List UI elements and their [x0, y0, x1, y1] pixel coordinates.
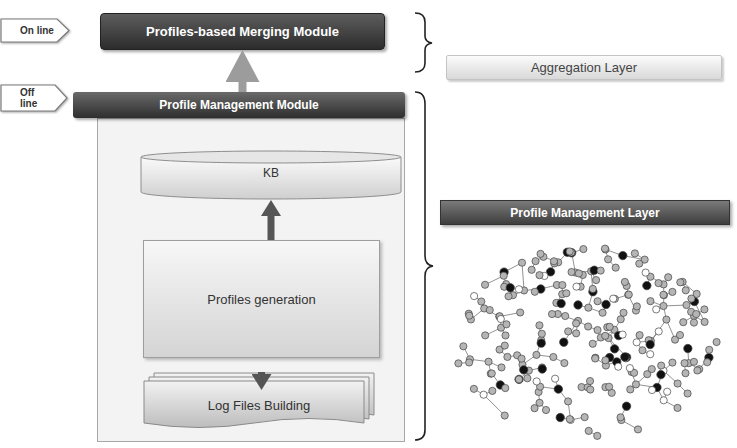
node-label: KB — [263, 166, 279, 180]
node-label: Log Files Building — [208, 398, 311, 413]
module-box: Profiles-based Merging Module — [100, 13, 385, 50]
layer-band: Profile Management Layer — [440, 200, 730, 225]
module-panel: Profile Management ModuleKB Profiles gene… — [73, 92, 405, 442]
node-label: Aggregation Layer — [531, 60, 637, 75]
layer-bracket — [415, 13, 432, 72]
kb-cylinder: KB — [140, 150, 402, 200]
flow-arrow — [258, 372, 265, 374]
node-label: Profile Management Layer — [510, 206, 659, 220]
process-box: Profiles generation — [143, 240, 380, 358]
network-illustration — [455, 245, 720, 439]
node-label: Profiles generation — [207, 292, 315, 307]
node-label: Off line — [20, 87, 50, 109]
layer-bracket — [415, 92, 433, 440]
node-label: On line — [20, 25, 54, 36]
flow-arrow — [268, 216, 275, 240]
log-files-stack: Log Files Building — [143, 372, 375, 430]
node-label: Profile Management Module — [73, 92, 405, 118]
flow-arrow — [239, 82, 247, 92]
mode-tag: On line — [0, 18, 70, 43]
node-label: Profiles-based Merging Module — [146, 24, 339, 39]
layer-band: Aggregation Layer — [446, 55, 722, 80]
mode-tag: Off line — [0, 84, 68, 112]
